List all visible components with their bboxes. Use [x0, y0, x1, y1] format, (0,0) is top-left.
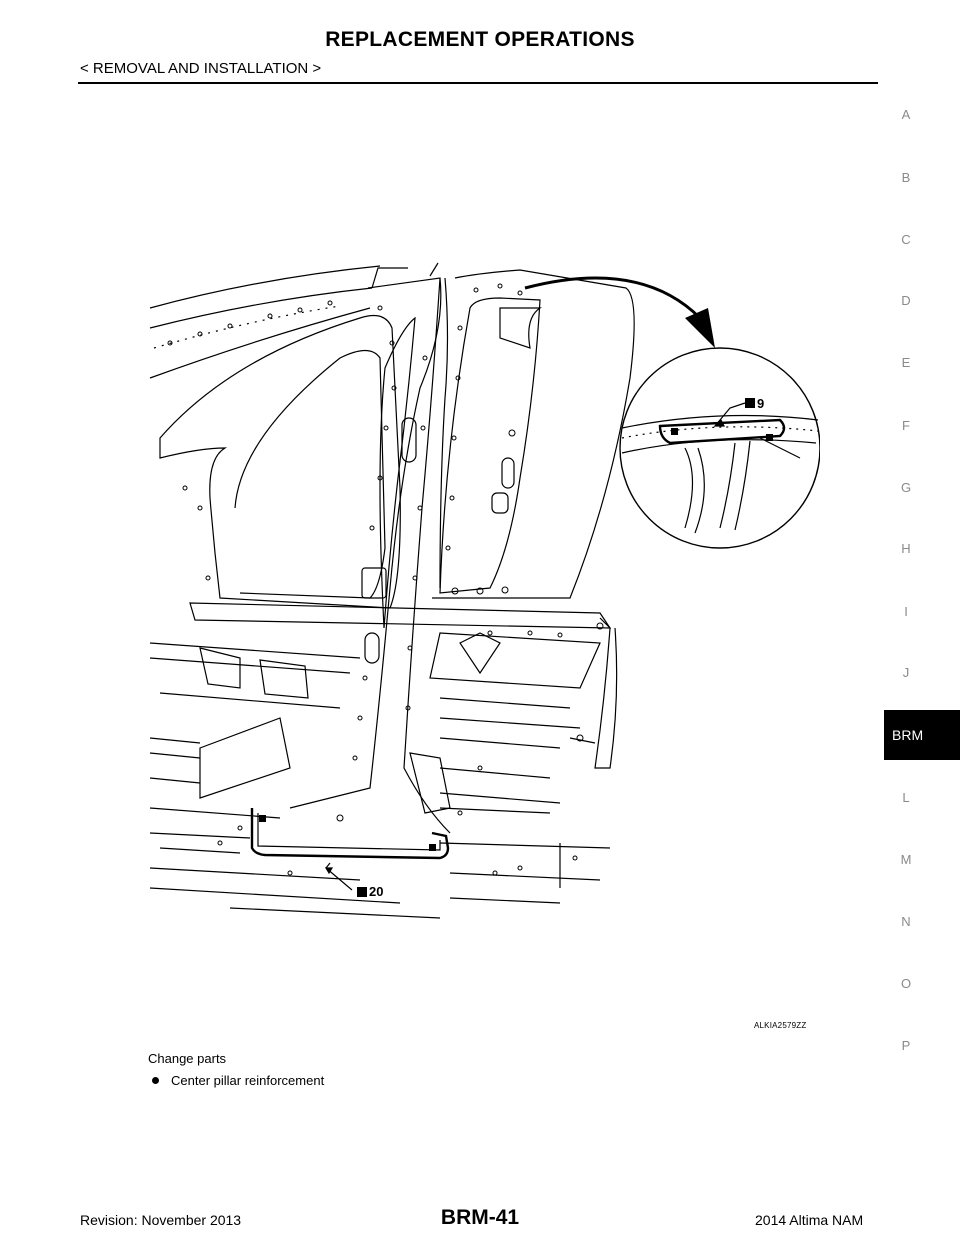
- index-letter-j[interactable]: J: [902, 665, 910, 680]
- revision-date: Revision: November 2013: [80, 1212, 242, 1228]
- callout-label-bottom: 20: [369, 884, 383, 899]
- index-letter-i[interactable]: I: [904, 604, 908, 619]
- index-letter-p[interactable]: P: [901, 1038, 911, 1053]
- index-letter-b[interactable]: B: [901, 170, 911, 185]
- index-tab-brm-active[interactable]: BRM: [884, 710, 960, 760]
- index-letter-h[interactable]: H: [901, 541, 911, 556]
- index-letter-o[interactable]: O: [900, 976, 912, 991]
- section-index: A B C D E F G H I J BRM L M N O P: [884, 0, 960, 1242]
- index-letter-f[interactable]: F: [902, 418, 910, 433]
- callout-square-bottom: [357, 887, 367, 897]
- callout-label-top: 9: [757, 396, 764, 411]
- index-letter-l[interactable]: L: [902, 790, 910, 805]
- index-letter-a[interactable]: A: [901, 107, 911, 122]
- index-letter-n[interactable]: N: [901, 914, 911, 929]
- section-breadcrumb: < REMOVAL AND INSTALLATION >: [80, 60, 322, 77]
- change-parts-item-label: Center pillar reinforcement: [171, 1073, 325, 1088]
- title-divider: [78, 82, 878, 84]
- bullet-icon: [152, 1077, 159, 1084]
- change-parts-heading: Change parts: [148, 1051, 227, 1066]
- index-letter-e[interactable]: E: [901, 355, 911, 370]
- index-letter-g[interactable]: G: [900, 480, 912, 495]
- page-title: REPLACEMENT OPERATIONS: [325, 28, 635, 51]
- index-letter-m[interactable]: M: [900, 852, 912, 867]
- index-letter-c[interactable]: C: [901, 232, 911, 247]
- page-number: BRM-41: [440, 1206, 520, 1229]
- index-letter-d[interactable]: D: [901, 293, 911, 308]
- model-year: 2014 Altima NAM: [755, 1212, 864, 1228]
- center-pillar-illustration: 20 9: [149, 262, 820, 919]
- callout-square-top: [745, 398, 755, 408]
- figure-id: ALKIA2579ZZ: [754, 1021, 807, 1030]
- change-parts-item: Center pillar reinforcement: [152, 1073, 324, 1088]
